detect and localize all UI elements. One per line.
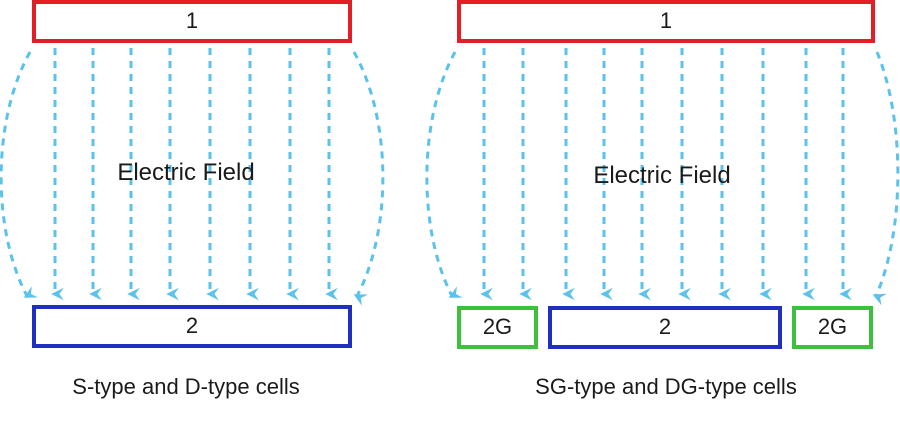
right-guard-right-label: 2G: [817, 314, 848, 339]
left-top-plate-label: 1: [185, 8, 199, 33]
right-top-plate: [457, 0, 875, 43]
right-bottom-plate: [548, 306, 782, 349]
left-caption: S-type and D-type cells: [72, 374, 300, 399]
left-top-plate: [32, 0, 352, 43]
right-bottom-plate-label: 2: [658, 314, 672, 339]
right-guard-right: [792, 306, 873, 349]
right-panel: [425, 0, 900, 349]
left-panel: [0, 0, 385, 348]
left-field-label: Electric Field: [117, 159, 255, 186]
field-line-curved-left: [0, 51, 38, 298]
field-line-curved-right: [352, 51, 385, 306]
right-field-label: Electric Field: [593, 162, 731, 189]
field-line-curved-right: [872, 51, 900, 306]
left-bottom-plate-label: 2: [185, 313, 199, 338]
left-bottom-plate: [32, 305, 352, 348]
left-field-lines: [0, 48, 385, 306]
right-top-plate-label: 1: [659, 8, 673, 33]
right-caption: SG-type and DG-type cells: [535, 374, 797, 399]
right-field-lines: [425, 48, 900, 306]
right-guard-left-label: 2G: [482, 314, 513, 339]
field-line-curved-left: [425, 51, 463, 298]
right-guard-left: [457, 306, 538, 349]
